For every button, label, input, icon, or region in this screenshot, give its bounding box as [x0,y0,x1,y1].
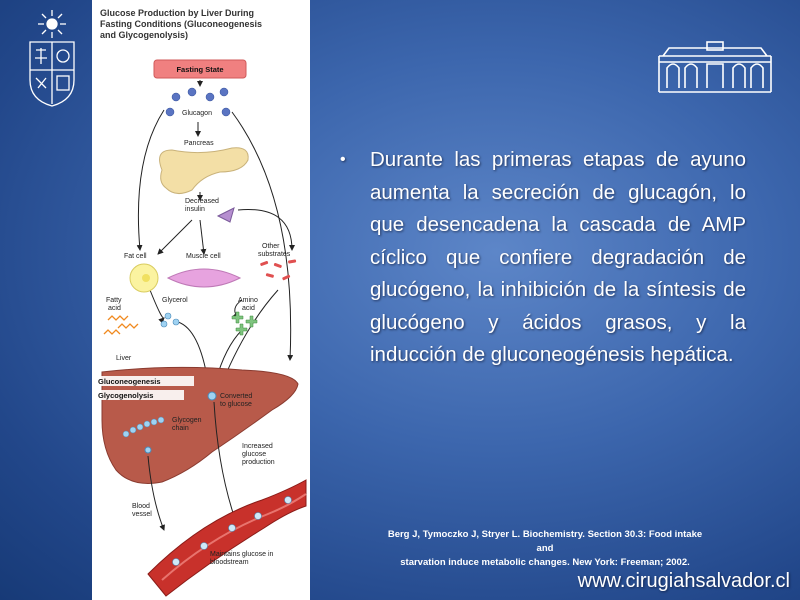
increased-label-line1: Increased [242,443,273,450]
fatty-acid-zigzag-icon [103,315,139,335]
figure-title-line2: Fasting Conditions (Gluconeogenesis [100,19,263,29]
converted-label-line1: Converted [220,393,252,400]
converted-glucose-icon [207,391,217,401]
maintains-label-line2: bloodstream [210,559,249,566]
insulin-triangle-icon [216,207,235,223]
amino-acid-label-line1: Amino [238,297,258,304]
fat-cell-label: Fat cell [124,253,147,260]
figure-title-line1: Glucose Production by Liver During [100,8,255,18]
amino-acid-crosses [231,311,258,336]
glycogen-chain-icon [122,416,165,438]
sun-icon [38,10,66,38]
glycerol-molecules [160,312,180,328]
muscle-cell-label: Muscle cell [186,253,221,260]
reference-citation: Berg J, Tymoczko J, Stryer L. Biochemist… [380,528,710,570]
blood-vessel-label-line1: Blood [132,503,150,510]
other-substrates-icon [260,259,297,281]
amino-acid-label-line2: acid [242,305,255,312]
decreased-label-line2: insulin [185,206,205,213]
pancreas-label: Pancreas [184,140,214,147]
glucose-production-diagram: Fasting State Glucagon Pancreas Decrease… [96,59,307,597]
fatty-acid-label-line1: Fatty [106,297,122,304]
other-label-line2: substrates [258,251,291,258]
glycogen-label-line2: chain [172,425,189,432]
reference-line2: starvation induce metabolic changes. New… [400,557,690,568]
website-url: www.cirugiahsalvador.cl [577,570,790,592]
university-crest-logo [29,10,75,107]
bullet-dot-icon: • [340,151,346,168]
maintains-label-line1: Maintains glucose in [210,551,274,558]
figure-title: Glucose Production by Liver During Fasti… [100,8,305,41]
decreased-label-line1: Decreased [185,198,219,205]
gluconeogenesis-label: Gluconeogenesis [98,377,161,386]
fatty-acid-label-line2: acid [108,305,121,312]
muscle-cell [166,268,242,288]
glycerol-label: Glycerol [162,297,188,304]
converted-label-line2: to glucose [220,401,252,408]
building-logo [658,41,772,93]
glycogenolysis-label: Glycogenolysis [98,391,153,400]
glucagon-label: Glucagon [182,110,212,117]
fasting-state-box [153,59,247,79]
fasting-state-label: Fasting State [176,65,223,74]
glycogen-label-line1: Glycogen [172,417,202,424]
figure-title-line3: and Glycogenolysis) [100,30,189,40]
blood-vessel-label-line2: vessel [132,511,152,518]
blood-vessel-shape [147,479,307,597]
increased-label-line2: glucose [242,451,266,458]
figure-panel: Fasting State Glucagon Pancreas Decrease… [92,0,310,600]
pancreas-shape [159,147,249,194]
reference-line1: Berg J, Tymoczko J, Stryer L. Biochemist… [387,529,703,554]
bloodstream-glucose [172,496,292,566]
glucagon-molecules [165,87,231,117]
other-label-line1: Other [262,243,280,250]
bullet-text: Durante las primeras etapas de ayuno aum… [370,148,746,366]
liver-label: Liver [116,355,132,362]
bullet-point: • Durante las primeras etapas de ayuno a… [340,144,746,372]
increased-label-line3: production [242,459,275,466]
